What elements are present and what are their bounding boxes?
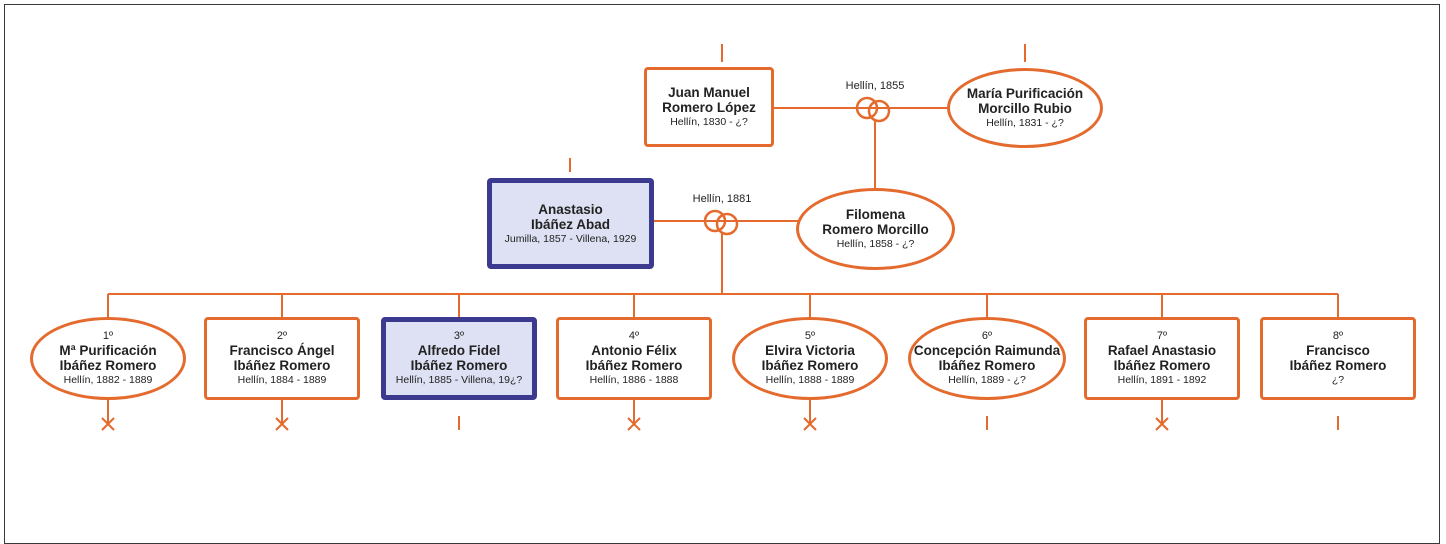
death-cross-icon [627, 417, 641, 431]
person-dates: Hellín, 1885 - Villena, 19¿? [395, 374, 523, 386]
person-name-first: Concepción Raimunda [913, 343, 1061, 358]
death-cross-icon [101, 417, 115, 431]
child-order: 2º [276, 330, 288, 342]
person-dates: Hellín, 1886 - 1888 [589, 374, 679, 386]
marriage-rings-grandparents [855, 96, 891, 123]
marriage-rings-parents [703, 209, 739, 236]
person-name-first: Mª Purificación [59, 343, 157, 358]
person-dates: Hellín, 1831 - ¿? [986, 117, 1064, 129]
ring-icon [703, 209, 727, 233]
person-name-surnames: Ibáñez Romero [1289, 358, 1387, 373]
grandparents-marriage-label: Hellín, 1855 [845, 80, 905, 92]
person-name-surnames: Ibáñez Romero [233, 358, 331, 373]
person-name-first: Antonio Félix [591, 343, 677, 358]
person-name-surnames: Ibáñez Romero [59, 358, 157, 373]
person-name-first: Filomena [845, 207, 906, 222]
child-order: 6º [981, 330, 993, 342]
person-grandmother: María Purificación Morcillo Rubio Hellín… [947, 68, 1103, 148]
death-cross-icon [803, 417, 817, 431]
person-name-first: Francisco Ángel [229, 343, 335, 358]
person-name-surnames: Romero López [662, 100, 756, 115]
child-order: 3º [453, 330, 465, 342]
person-name-surnames: Morcillo Rubio [978, 101, 1072, 116]
person-name-first: Anastasio [538, 201, 603, 217]
person-grandfather: Juan Manuel Romero López Hellín, 1830 - … [644, 67, 774, 147]
person-dates: Hellín, 1830 - ¿? [670, 116, 748, 128]
person-name-first: Francisco [1306, 343, 1370, 358]
person-dates: Hellín, 1888 - 1889 [765, 374, 855, 386]
person-name-surnames: Ibáñez Abad [530, 216, 610, 232]
person-name-surnames: Ibáñez Romero [1113, 358, 1211, 373]
person-name-first: María Purificación [966, 86, 1084, 101]
person-name-first: Rafael Anastasio [1107, 343, 1217, 358]
ring-icon [855, 96, 879, 120]
person-dates: Hellín, 1891 - 1892 [1117, 374, 1207, 386]
person-name-first: Elvira Victoria [765, 343, 855, 358]
person-name-surnames: Romero Morcillo [822, 222, 929, 237]
child-order: 4º [628, 330, 640, 342]
child-order: 1º [102, 330, 114, 342]
person-name-first: Alfredo Fidel [417, 343, 501, 358]
tree-connectors [101, 44, 1339, 431]
person-name-surnames: Ibáñez Romero [938, 358, 1036, 373]
ring-icon [715, 212, 739, 236]
person-dates: Hellín, 1882 - 1889 [63, 374, 153, 386]
person-dates: Hellín, 1889 - ¿? [948, 374, 1026, 386]
person-name-surnames: Ibáñez Romero [410, 358, 508, 373]
death-cross-icon [1155, 417, 1169, 431]
child-order: 5º [804, 330, 816, 342]
person-name-surnames: Ibáñez Romero [585, 358, 683, 373]
person-dates: Hellín, 1858 - ¿? [836, 238, 915, 250]
death-cross-icon [275, 417, 289, 431]
person-father: Anastasio Ibáñez Abad Jumilla, 1857 - Vi… [487, 178, 654, 269]
person-mother: Filomena Romero Morcillo Hellín, 1858 - … [796, 188, 955, 270]
person-name-surnames: Ibáñez Romero [761, 358, 859, 373]
ring-icon [867, 99, 891, 123]
person-dates: ¿? [1331, 374, 1345, 386]
person-dates: Jumilla, 1857 - Villena, 1929 [504, 232, 637, 245]
person-name-first: Juan Manuel [668, 85, 750, 100]
person-dates: Hellín, 1884 - 1889 [237, 374, 327, 386]
child-order: 7º [1156, 330, 1168, 342]
child-order: 8º [1332, 330, 1344, 342]
parents-marriage-label: Hellín, 1881 [692, 193, 752, 205]
